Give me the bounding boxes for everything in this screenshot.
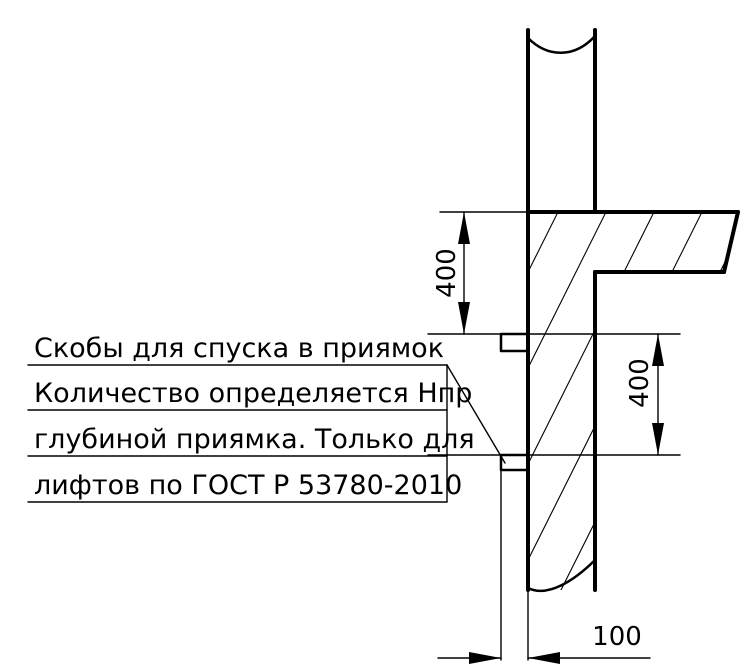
dimension-offset-label: 100	[592, 622, 642, 652]
leader-note: Скобы для спуска в приямок Количество оп…	[27, 333, 506, 503]
upper-wall	[526, 28, 597, 214]
note-line-3: глубиной приямка. Только для	[34, 424, 475, 455]
dimension-upper: 400	[427, 211, 681, 335]
rung-upper	[499, 332, 530, 353]
note-line-2: Количество определяется Нпр	[34, 378, 472, 409]
dimension-offset: 100	[437, 469, 651, 664]
note-line-1: Скобы для спуска в приямок	[34, 333, 444, 364]
slab-and-wall-outline	[526, 210, 740, 593]
note-line-4: лифтов по ГОСТ Р 53780-2010	[34, 470, 462, 501]
dimension-upper-label: 400	[432, 248, 462, 298]
ladder-rungs	[499, 332, 530, 472]
dimension-lower: 400	[427, 333, 681, 456]
dimension-lower-label: 400	[625, 358, 655, 408]
